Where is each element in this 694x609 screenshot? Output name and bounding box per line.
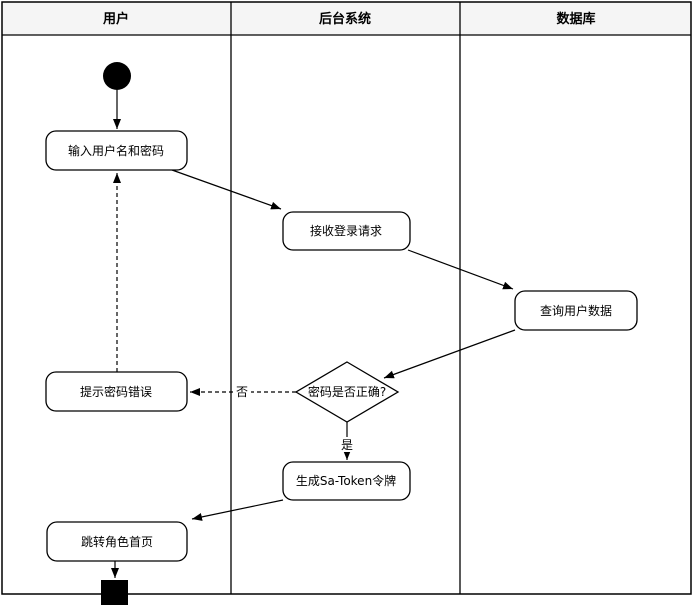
edge-label-yes: 是 <box>341 438 353 452</box>
activity-redirect-role-home-label: 跳转角色首页 <box>81 534 153 549</box>
start-node <box>103 62 131 90</box>
edge-input-to-receive-login <box>171 169 282 210</box>
activity-generate-sa-token-label: 生成Sa-Token令牌 <box>296 473 396 488</box>
end-node <box>101 580 128 605</box>
activity-redirect-role-home <box>46 521 188 562</box>
lane-header-user: 用户 <box>102 11 129 27</box>
activity-prompt-password-error <box>45 371 188 412</box>
edge-generate-token-to-redirect-home <box>191 499 284 521</box>
activity-prompt-password-error-label: 提示密码错误 <box>80 384 152 399</box>
decision-password-correct-label: 密码是否正确? <box>308 384 386 399</box>
activity-input-credentials <box>45 130 188 171</box>
activity-generate-sa-token <box>282 461 411 501</box>
diagram-outer-border <box>1 1 692 595</box>
activity-query-user-data-label: 查询用户数据 <box>540 303 612 318</box>
edge-label-no-background <box>233 384 251 400</box>
activity-receive-login-request <box>282 211 411 251</box>
lane-header-database: 数据库 <box>556 11 595 27</box>
lane-header-background <box>2 2 691 35</box>
decision-password-correct <box>294 361 400 423</box>
edge-query-data-to-decision <box>383 329 516 379</box>
activity-query-user-data <box>514 290 638 331</box>
edge-label-yes-background <box>338 437 356 452</box>
edge-label-no: 否 <box>236 385 248 399</box>
edge-receive-login-to-query-data <box>407 249 514 290</box>
activity-input-credentials-label: 输入用户名和密码 <box>68 143 164 158</box>
lane-header-backend: 后台系统 <box>319 11 371 27</box>
activity-receive-login-request-label: 接收登录请求 <box>310 223 382 238</box>
